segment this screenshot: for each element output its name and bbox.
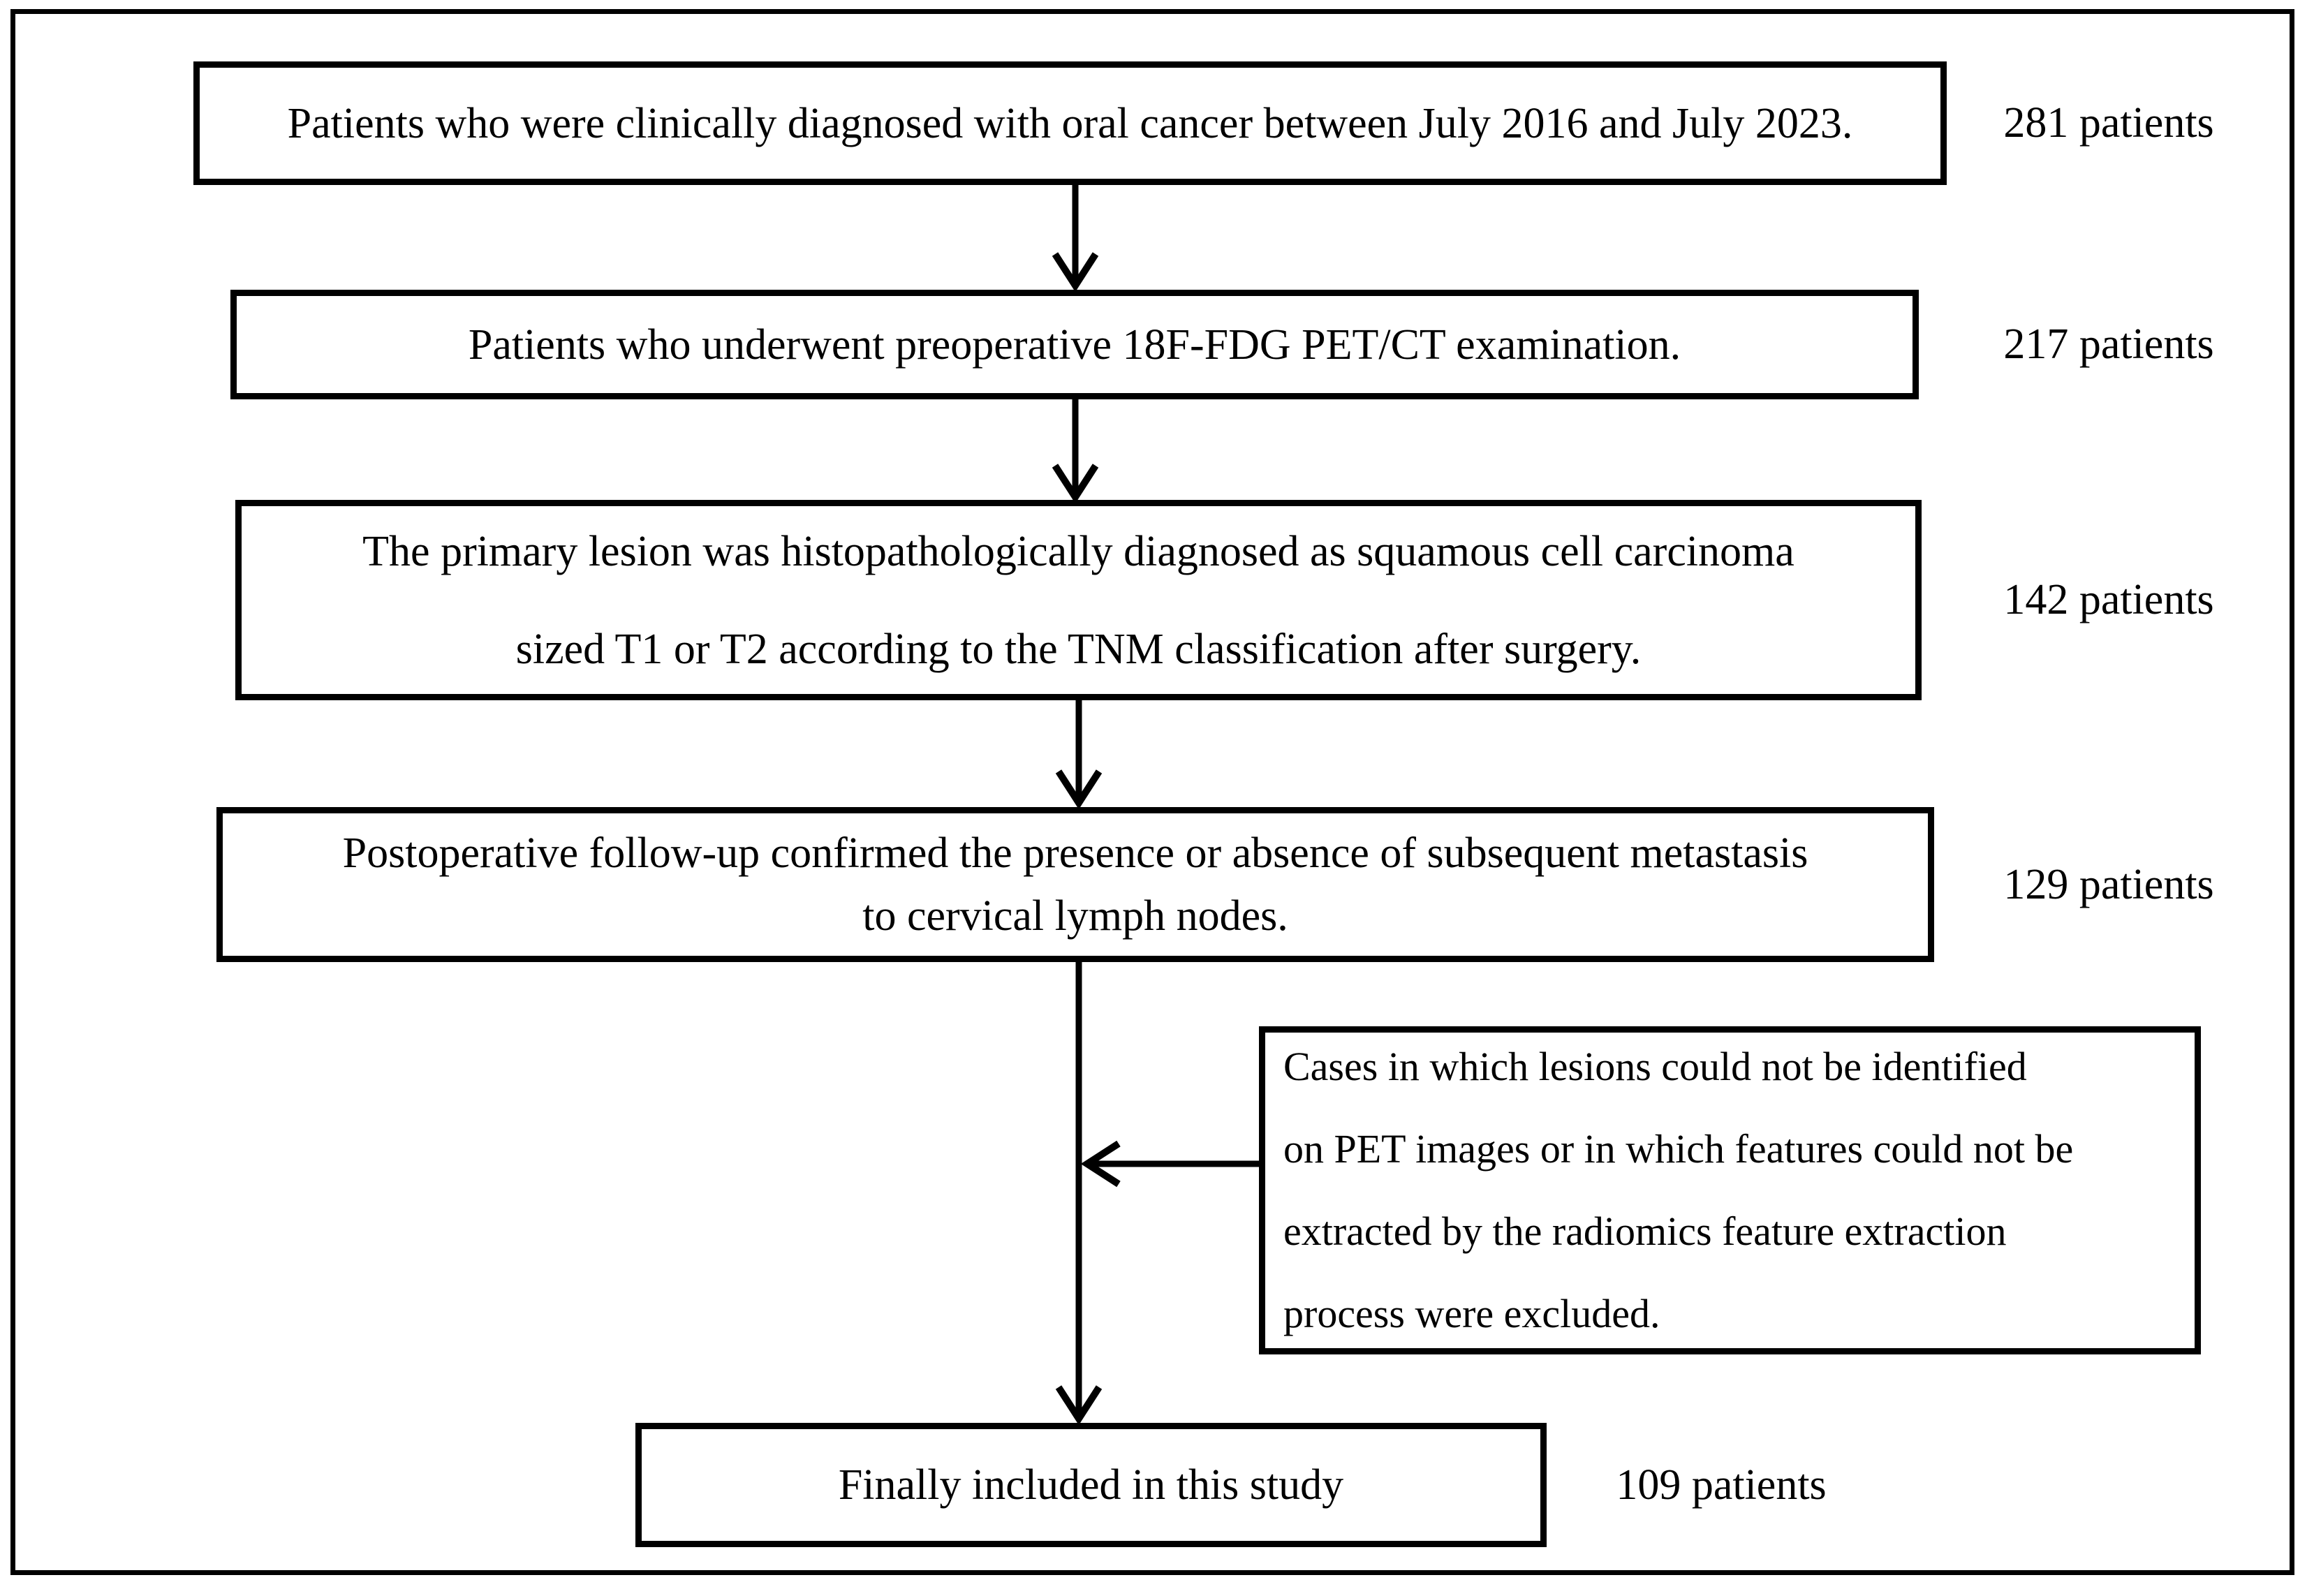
patient-count-step2: 217 patients [2003,320,2214,368]
patient-count-step4: 129 patients [2003,860,2214,908]
arrow-down-3 [1055,699,1103,810]
exclusion-line2: on PET images or in which features could… [1283,1126,2074,1172]
arrow-left-exclusion [1080,1140,1259,1188]
exclusion-line1: Cases in which lesions could not be iden… [1283,1044,2027,1089]
flow-box-final-text: Finally included in this study [838,1461,1344,1509]
exclusion-line3: extracted by the radiomics feature extra… [1283,1209,2007,1254]
patient-count-step1: 281 patients [2003,99,2214,147]
arrow-down-4 [1055,962,1103,1426]
flow-box-step2-text: Patients who underwent preoperative 18F-… [468,320,1681,369]
flow-box-step1-text: Patients who were clinically diagnosed w… [287,99,1853,147]
flow-box-step4-line1: Postoperative follow-up confirmed the pr… [342,829,1808,877]
flow-box-step1: Patients who were clinically diagnosed w… [193,61,1947,185]
flow-box-step4-line2: to cervical lymph nodes. [862,892,1288,940]
patient-count-step3: 142 patients [2003,576,2214,623]
flow-box-final: Finally included in this study [635,1423,1547,1547]
flow-box-step3: The primary lesion was histopathological… [235,500,1922,700]
flow-box-step4: Postoperative follow-up confirmed the pr… [216,807,1934,962]
exclusion-line4: process were excluded. [1283,1291,1660,1336]
patient-count-final: 109 patients [1616,1461,1827,1509]
arrow-down-1 [1052,184,1099,293]
flow-box-step3-line1: The primary lesion was histopathological… [362,527,1795,575]
arrow-down-2 [1052,398,1099,504]
exclusion-box: Cases in which lesions could not be iden… [1259,1026,2201,1354]
figure-outer-border [10,9,2294,1575]
flow-box-step3-line2: sized T1 or T2 according to the TNM clas… [515,625,1642,673]
flow-box-step2: Patients who underwent preoperative 18F-… [230,290,1919,399]
